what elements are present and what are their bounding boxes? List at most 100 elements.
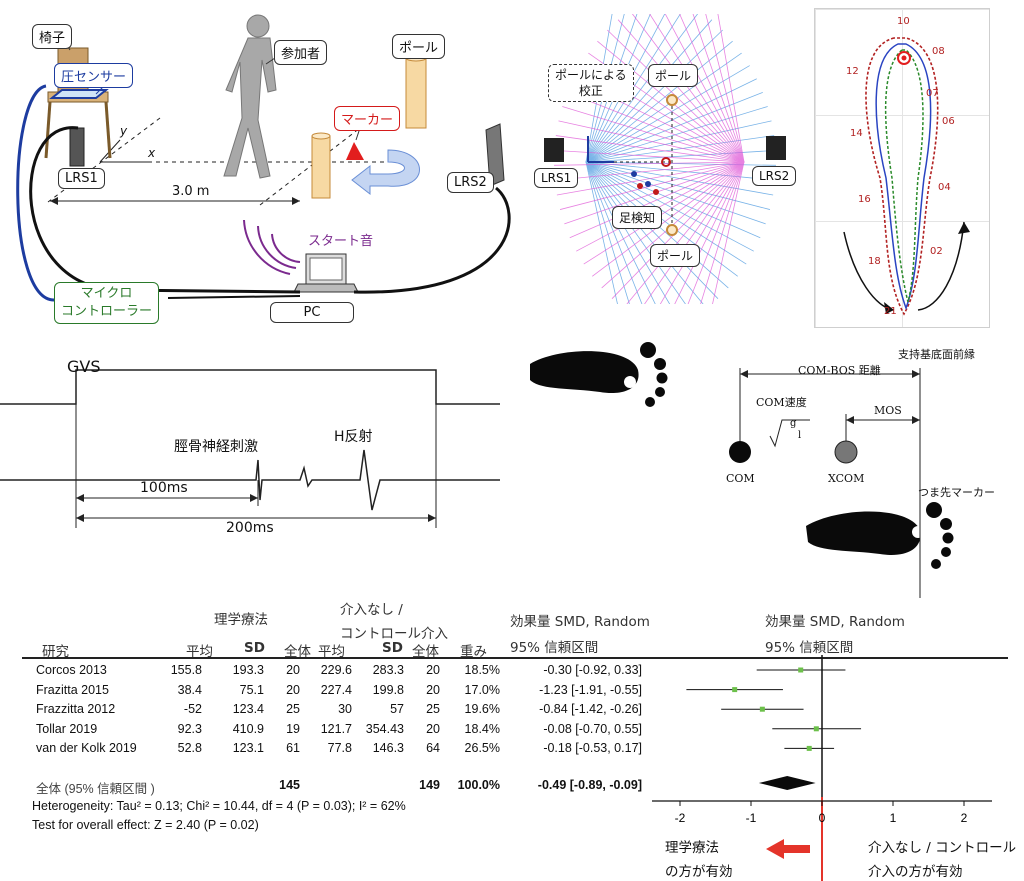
mos-diagram bbox=[530, 342, 954, 598]
overall-label: 全体 (95% 信頼区間 ) bbox=[36, 782, 155, 796]
microcontroller-label: マイクロ コントローラー bbox=[54, 282, 160, 324]
group1-header: 理学療法 bbox=[214, 612, 268, 628]
forest-plot: -2 -1 0 1 2 bbox=[652, 655, 992, 881]
footprint-left-icon bbox=[530, 342, 668, 407]
favours-arrow-icon bbox=[766, 839, 810, 859]
lrs2-label: LRS2 bbox=[447, 172, 494, 193]
col-total1: 全体 bbox=[284, 644, 311, 660]
tibial-nerve-label: 脛骨神経刺激 bbox=[174, 439, 258, 455]
col-sd1: SD bbox=[244, 640, 265, 656]
es-header-plot: 効果量 SMD, Random bbox=[765, 614, 905, 630]
sqrt-denominator: l bbox=[798, 430, 802, 441]
participant-label: 参加者 bbox=[274, 40, 328, 65]
favours-right-line1: 介入なし / コントロール bbox=[868, 840, 1017, 856]
bos-edge-label: 支持基底面前縁 bbox=[898, 348, 975, 361]
row-3-sd1: 123.4 bbox=[232, 702, 264, 717]
h-reflex-label: H反射 bbox=[334, 429, 373, 445]
calibration-label: ポールによる 校正 bbox=[548, 64, 634, 102]
lrs1-device-icon bbox=[544, 138, 564, 162]
row-5-sd1: 123.1 bbox=[232, 741, 264, 756]
row-5-n1: 61 bbox=[286, 741, 300, 756]
turn-arrow-icon bbox=[351, 149, 420, 196]
start-sound-label: スタート音 bbox=[308, 234, 374, 249]
x-tick-label: -2 bbox=[675, 811, 686, 825]
row-4-m2: 121.7 bbox=[320, 721, 352, 736]
xcom-label: XCOM bbox=[828, 472, 865, 485]
row-2-m1: 38.4 bbox=[177, 682, 202, 697]
distance-label: 3.0 m bbox=[172, 184, 210, 199]
row-2-w: 17.0% bbox=[464, 682, 500, 697]
row-4-m1: 92.3 bbox=[177, 721, 202, 736]
row-4-n1: 19 bbox=[286, 721, 300, 736]
col-mean2: 平均 bbox=[318, 644, 345, 660]
calibration-line2: 校正 bbox=[578, 84, 603, 98]
row-5-m1: 52.8 bbox=[177, 741, 202, 756]
pole-top-label: ポール bbox=[648, 64, 699, 87]
favours-left-line2: の方が有効 bbox=[665, 864, 733, 880]
com-dot-icon bbox=[729, 441, 751, 463]
pole-bottom-label: ポール bbox=[650, 244, 701, 267]
row-1-n1: 20 bbox=[286, 663, 300, 677]
row-1-es: -0.30 [-0.92, 0.33] bbox=[543, 663, 642, 677]
row-2-sd2: 199.8 bbox=[372, 682, 404, 697]
row-3-es: -0.84 [-1.42, -0.26] bbox=[539, 702, 642, 717]
participant-figure bbox=[223, 14, 277, 179]
pc-label: PC bbox=[270, 302, 354, 323]
laptop-icon bbox=[293, 253, 359, 293]
traj-tick-18: 18 bbox=[868, 256, 881, 267]
study-marker bbox=[759, 706, 765, 712]
col-total2: 全体 bbox=[412, 644, 439, 660]
col-weight: 重み bbox=[460, 644, 487, 660]
x-tick-label: -1 bbox=[746, 811, 757, 825]
row-5-m2: 77.8 bbox=[327, 741, 352, 756]
microcontroller-line2: コントローラー bbox=[61, 304, 153, 319]
row-2-es: -1.23 [-1.91, -0.55] bbox=[539, 682, 642, 697]
overall-n2: 149 bbox=[419, 778, 440, 792]
x-tick-label: 2 bbox=[961, 811, 968, 825]
marker-label: マーカー bbox=[334, 106, 401, 131]
favours-left-line1: 理学療法 bbox=[665, 840, 719, 856]
study-marker bbox=[813, 726, 819, 732]
overall-n1: 145 bbox=[279, 778, 300, 792]
row-5-study: van der Kolk 2019 bbox=[36, 741, 137, 756]
x-tick-label: 1 bbox=[890, 811, 897, 825]
microcontroller-line1: マイクロ bbox=[80, 286, 133, 301]
row-2-n1: 20 bbox=[286, 682, 300, 697]
row-4-sd1: 410.9 bbox=[232, 721, 264, 736]
pressure-sensor-icon bbox=[49, 89, 109, 99]
traj-tick-04: 04 bbox=[938, 182, 951, 193]
pressure-sensor-label: 圧センサー bbox=[54, 63, 134, 88]
lrs2-sensor-icon bbox=[485, 123, 505, 187]
lrs1-sensor-icon bbox=[69, 127, 85, 167]
x-tick-label: 0 bbox=[819, 811, 826, 825]
row-5-w: 26.5% bbox=[464, 741, 500, 756]
row-4-w: 18.4% bbox=[464, 721, 500, 736]
study-marker bbox=[798, 667, 804, 673]
gvs-timing-diagram bbox=[0, 369, 500, 528]
overall-diamond bbox=[758, 776, 816, 790]
com-velocity-label: COM速度 bbox=[756, 396, 807, 409]
row-1-n2: 20 bbox=[426, 663, 440, 677]
row-2-n2: 20 bbox=[426, 682, 440, 697]
lrs1-label: LRS1 bbox=[58, 168, 105, 189]
traj-tick-07: 07 bbox=[926, 88, 939, 99]
heterogeneity-text: Heterogeneity: Tau² = 0.13; Chi² = 10.44… bbox=[32, 799, 406, 813]
pole-icon bbox=[311, 54, 427, 199]
row-5-es: -0.18 [-0.53, 0.17] bbox=[543, 741, 642, 756]
traj-tick-14: 14 bbox=[850, 128, 863, 139]
chair-label: 椅子 bbox=[32, 24, 73, 49]
calibration-line1: ポールによる bbox=[555, 68, 627, 82]
toe-marker-label: つま先マーカー bbox=[918, 486, 995, 499]
traj-tick-08: 08 bbox=[932, 46, 945, 57]
row-3-w: 19.6% bbox=[464, 702, 500, 717]
sqrt-numerator: g bbox=[790, 418, 797, 429]
lrs2-device-icon bbox=[766, 136, 786, 160]
overall-effect-text: Test for overall effect: Z = 2.40 (P = 0… bbox=[32, 818, 259, 832]
ci-header: 95% 信頼区間 bbox=[510, 640, 599, 656]
row-2-m2: 227.4 bbox=[320, 682, 352, 697]
footprint-right-icon bbox=[806, 502, 954, 569]
col-sd2: SD bbox=[382, 640, 403, 656]
lrs2-field-label: LRS2 bbox=[752, 166, 797, 186]
row-2-study: Frazitta 2015 bbox=[36, 682, 109, 697]
t100-label: 100ms bbox=[140, 480, 188, 496]
